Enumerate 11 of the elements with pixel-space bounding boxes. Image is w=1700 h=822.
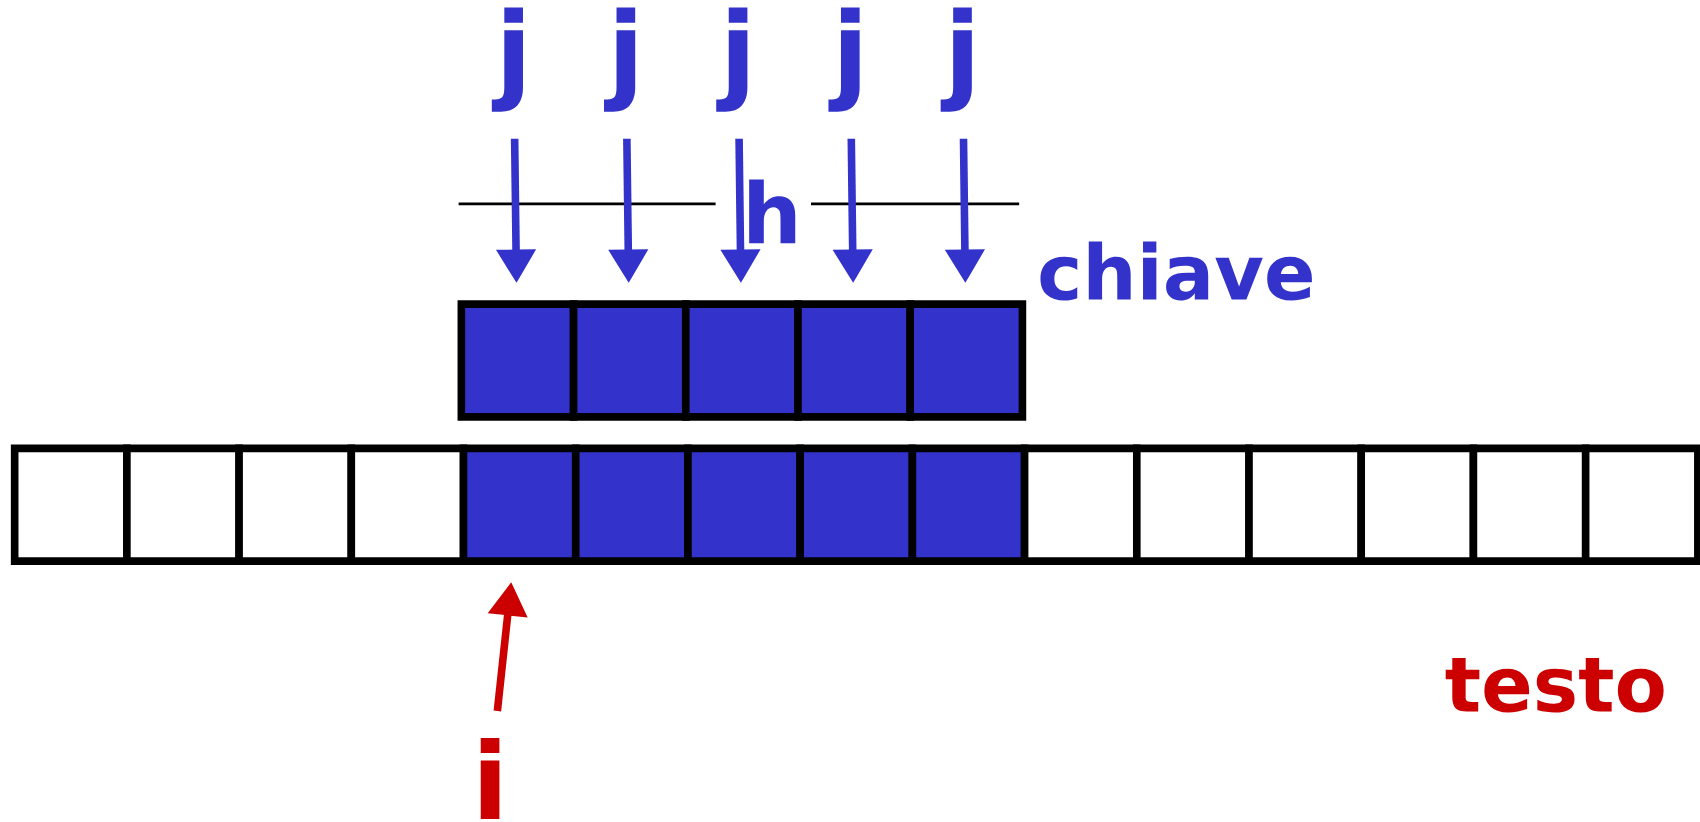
index-label: i: [480, 738, 500, 820]
index-label: j: [940, 7, 972, 112]
index-label: j: [604, 7, 636, 112]
array-label: testo: [1445, 658, 1664, 713]
array-label: chiave: [1040, 241, 1312, 301]
dimension-label: h: [749, 179, 796, 244]
index-label: j: [828, 7, 860, 112]
key-cell: [906, 300, 1027, 421]
array-cell: [1581, 444, 1700, 565]
index-label: j: [716, 7, 748, 112]
index-label: j: [491, 7, 523, 112]
